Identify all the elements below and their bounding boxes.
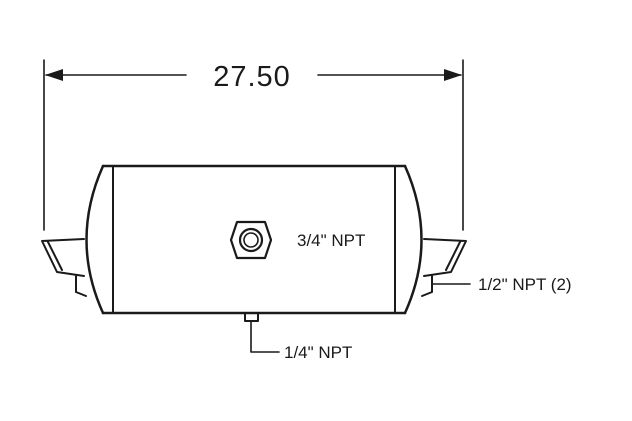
center-port-callout: 3/4" NPT: [297, 231, 365, 250]
end-port-callout-group: 1/2" NPT (2): [431, 275, 572, 294]
center-port-outer-ring: [238, 227, 264, 253]
tank-body: [85, 164, 423, 315]
arrowhead-left: [45, 69, 63, 81]
end-port-callout: 1/2" NPT (2): [478, 275, 572, 294]
overall-length-label: 27.50: [213, 61, 291, 93]
right-mounting-bracket: [421, 238, 467, 297]
left-bracket-foot: [75, 275, 87, 297]
length-dimension: 27.50: [43, 59, 464, 231]
drain-port: 1/4" NPT: [244, 312, 352, 362]
left-bracket-outline: [41, 238, 85, 277]
arrowhead-right: [444, 69, 462, 81]
right-bracket-foot: [421, 275, 433, 297]
left-mounting-bracket: [41, 238, 87, 297]
tank-right-endcap: [403, 164, 423, 315]
drain-port-leader: [250, 320, 280, 353]
right-bracket-outline: [423, 238, 467, 277]
drain-port-callout: 1/4" NPT: [284, 343, 352, 362]
tank-left-endcap: [85, 164, 105, 315]
center-port-inner-ring: [243, 232, 259, 248]
center-port-boss: [229, 220, 273, 260]
center-port: 3/4" NPT: [229, 220, 365, 260]
